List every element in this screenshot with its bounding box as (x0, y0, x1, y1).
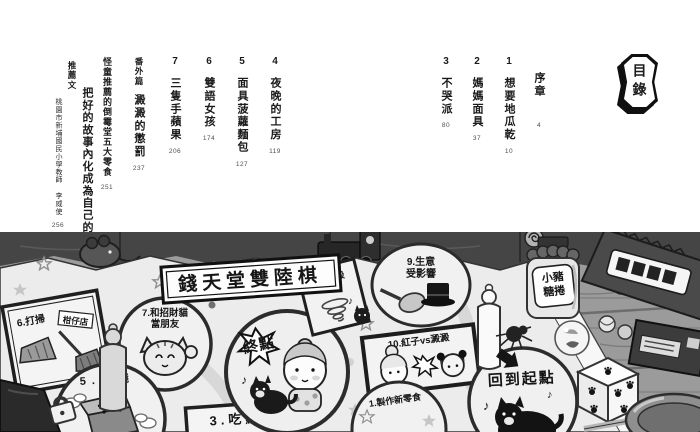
toc-badge-label: 目錄 (631, 63, 648, 101)
music-note: ♪ (348, 296, 353, 307)
black-cat-icon (250, 375, 298, 414)
chapter-number: 1 (506, 56, 512, 67)
chapter-number: 2 (474, 56, 480, 67)
board-tile-9: 9.生意 受影響 (370, 242, 472, 328)
mouse-toy-icon (79, 234, 141, 268)
board-goal-circle: 終點 ♪ (224, 309, 350, 432)
bonus-page-number: 251 (100, 184, 114, 191)
yodomi-character (436, 349, 467, 378)
toc-chapter-7: 7 三隻手蘋果 206 (167, 57, 183, 156)
girl-character (283, 338, 327, 412)
small-black-cat-icon: ♪ (348, 296, 370, 324)
toc-badge-border: 目錄 (621, 54, 658, 110)
chapter-page-number: 10 (504, 148, 514, 155)
tile-6-shop-sign: 柑仔店 (62, 315, 89, 328)
back-to-start-label: 回到起點 (487, 368, 556, 390)
chapter-title: 想要地瓜乾 (503, 77, 515, 141)
toc-chapter-1: 1 想要地瓜乾 10 (501, 57, 517, 156)
chapter-number: 3 (443, 56, 449, 67)
candy-jar-icon: 小豬 糖捲 (526, 236, 580, 319)
vs-starburst (410, 354, 440, 378)
black-cat-icon (495, 396, 564, 432)
spider-toy-icon (495, 325, 533, 351)
toc-chapter-6: 6 雙語女孩 174 (201, 57, 217, 143)
toc-recommendation-title: 把好的故事內化成為自己的信念 (79, 87, 95, 258)
music-note: ♪ (241, 373, 247, 387)
chapter-number: 4 (272, 56, 278, 67)
chapter-page-number: 119 (269, 148, 281, 155)
recommendation-page-number: 256 (51, 222, 65, 230)
chapter-page-number: 80 (441, 122, 451, 130)
chapter-title: 三隻手蘋果 (169, 77, 181, 141)
top-hat-icon (421, 283, 455, 307)
marble-icon (554, 320, 590, 356)
arrow-icon (496, 348, 519, 368)
jar-label-line2: 糖捲 (543, 283, 567, 299)
chapter-page-number: 174 (202, 135, 216, 143)
extra-page-number: 237 (132, 165, 146, 173)
toc-badge: 目錄 (617, 54, 663, 116)
toc-recommendation-credit: 桃園市新埔國民小學教師李威使 256 (50, 98, 66, 230)
snack-bag-icon (580, 232, 700, 322)
toc-prologue: 序章 4 (531, 72, 547, 130)
toc-recommendation-label: 推薦文 (64, 61, 80, 90)
board-tile-10: 10.紅子vs澱澱 (359, 322, 483, 398)
tile-9-label-line2: 受影響 (406, 267, 436, 280)
chapter-number: 6 (206, 56, 212, 67)
toc-badge-face: 目錄 (624, 57, 655, 107)
beniko-character (380, 344, 409, 386)
toc-chapter-4: 4 夜晚的工房 119 (267, 57, 283, 156)
chapter-title: 雙語女孩 (203, 77, 215, 129)
bowl-icon (624, 392, 700, 432)
chapter-number: 7 (172, 56, 178, 67)
tornado-icon (321, 297, 349, 322)
chapter-number: 5 (239, 56, 245, 67)
chapter-title: 面具菠蘿麵包 (236, 77, 248, 154)
chapter-title: 媽媽面具 (471, 77, 483, 129)
board-game-illustration: 6.打掃 柑仔店 7.和招財貓 當朋友 (0, 232, 700, 432)
padlock-icon (48, 396, 77, 425)
bonus-title: 怪童推薦的倒霉堂五大零食 (102, 57, 112, 177)
toc-extra-chapter: 番外篇澱澱的懲罰 237 (131, 57, 147, 173)
chapter-page-number: 206 (168, 148, 182, 155)
recommendation-title: 把好的故事內化成為自己的信念 (81, 87, 93, 258)
tile-9-label-line1: 9.生意 (407, 255, 435, 268)
board-tile-1: 1.製作新零食 (350, 380, 448, 432)
chapter-title: 夜晚的工房 (269, 77, 281, 141)
dustpan-icon (19, 336, 57, 364)
dark-pouch (0, 378, 62, 432)
music-note: ♪ (483, 398, 490, 413)
board-back-to-start: 回到起點 ♪ ♪ (467, 346, 579, 432)
tile-7-label-line2: 當朋友 (151, 318, 180, 330)
toc-chapter-5: 5 面具菠蘿麵包 127 (234, 57, 250, 168)
recommendation-credit: 桃園市新埔國民小學教師 (55, 98, 62, 184)
recommendation-author: 李威使 (55, 191, 62, 216)
extra-title: 澱澱的懲罰 (133, 94, 145, 159)
toc-chapter-3: 3 不哭派 80 (438, 57, 454, 130)
toc-bonus-item: 怪童推薦的倒霉堂五大零食 251 (99, 57, 115, 192)
chapter-page-number: 37 (472, 135, 482, 143)
toc-chapter-2: 2 媽媽面具 37 (469, 57, 485, 143)
tile-7-label-line1: 7.和招財貓 (142, 307, 188, 319)
extra-label: 番外篇 (134, 57, 144, 87)
board-banner: 錢天堂雙陸棋 (159, 253, 343, 305)
recommendation-label: 推薦文 (67, 61, 77, 91)
prologue-title: 序章 (533, 72, 545, 98)
chapter-title: 不哭派 (440, 77, 452, 116)
ladle-icon (379, 288, 426, 313)
game-box-icon (627, 318, 700, 378)
chapter-page-number: 127 (235, 160, 249, 168)
peg-piece-icon (99, 323, 127, 412)
board-tile-6: 6.打掃 柑仔店 (0, 288, 114, 396)
lucky-cat-icon (139, 335, 198, 376)
music-note: ♪ (547, 389, 553, 401)
prologue-page-number: 4 (536, 122, 542, 129)
peg-piece-icon (477, 283, 501, 370)
goal-starburst: 終點 (236, 326, 281, 367)
jar-label-line1: 小豬 (540, 269, 564, 285)
